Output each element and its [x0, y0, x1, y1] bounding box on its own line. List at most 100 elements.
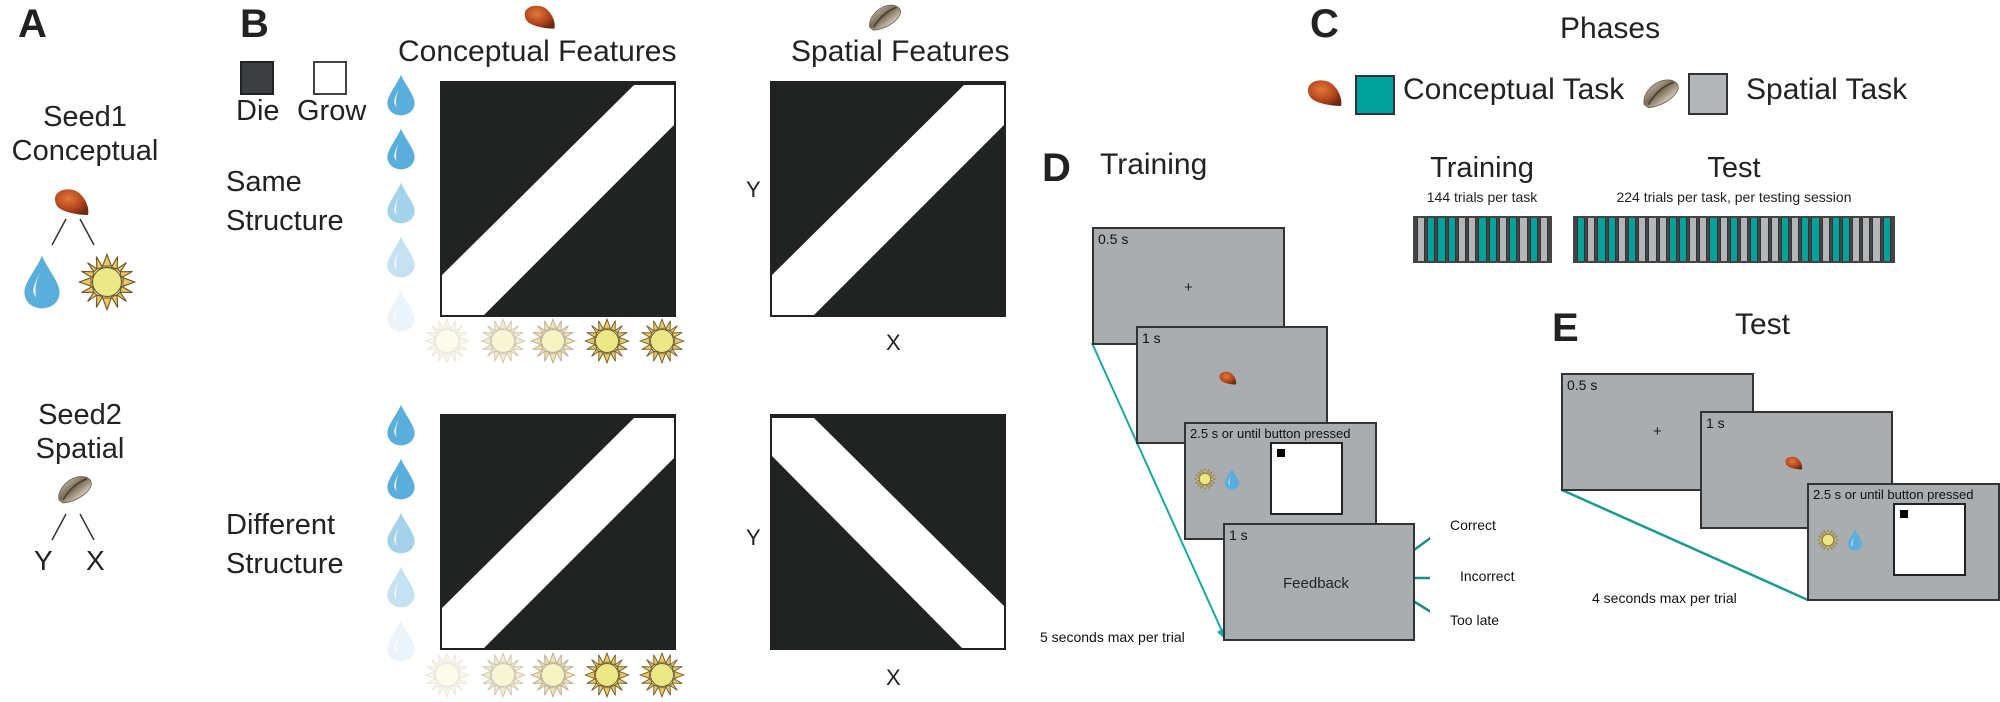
conceptual-trial-bar — [1597, 218, 1606, 261]
water-drop-icon — [1846, 527, 1864, 553]
feedback-label: Feedback — [1283, 575, 1349, 592]
conceptual-trial-bar — [1607, 218, 1616, 261]
almond-seed-icon — [1305, 77, 1345, 109]
fixation-cross: + — [1184, 279, 1193, 296]
panel-d-letter: D — [1042, 146, 1071, 190]
seed1-title-line1: Seed1 — [43, 101, 127, 133]
test-timeline-line — [1561, 488, 1809, 602]
training-screen3-time: 2.5 s or until button pressed — [1190, 426, 1351, 441]
conceptual-trial-bar — [1668, 218, 1677, 261]
legend-grow-label: Grow — [297, 95, 367, 127]
conceptual-trial-bar — [1427, 218, 1436, 261]
spatial-trial-bar — [1689, 218, 1698, 261]
sun-level-row-same — [424, 318, 704, 366]
almond-seed-icon — [52, 187, 92, 217]
axis-y-label-different: Y — [746, 525, 761, 550]
grid-spatial-same — [770, 81, 1006, 317]
almond-seed-icon — [1218, 370, 1238, 386]
sunflower-seed-icon — [55, 473, 95, 505]
training-title: Training — [1100, 148, 1208, 181]
conceptual-trial-bar — [1709, 218, 1718, 261]
sun-icon — [639, 318, 685, 364]
spatial-trial-bar — [1790, 218, 1800, 261]
water-drop-icon — [384, 456, 418, 502]
seed2-title-line1: Seed2 — [38, 399, 122, 431]
conceptual-trial-bar — [1437, 218, 1446, 261]
spatial-trial-bar — [1617, 218, 1626, 261]
fixation-cross: + — [1653, 423, 1662, 440]
legend-spatial-swatch — [1688, 73, 1728, 115]
seed1-title-line2: Conceptual — [11, 135, 159, 167]
test-title: Test — [1735, 308, 1791, 341]
panel-e-letter: E — [1552, 306, 1579, 350]
water-drop-icon — [384, 72, 418, 118]
response-grid — [1270, 442, 1343, 515]
spatial-trial-bar — [1862, 218, 1871, 261]
water-drop-icon — [384, 402, 418, 448]
water-drop-icon — [384, 234, 418, 280]
legend-die-label: Die — [236, 95, 280, 127]
legend-grow-swatch — [313, 61, 347, 95]
conceptual-trial-bar — [1678, 218, 1688, 261]
sun-icon — [1194, 468, 1216, 490]
cursor-marker — [1900, 510, 1908, 518]
conceptual-trial-bar — [1627, 218, 1637, 261]
panel-c-letter: C — [1310, 2, 1339, 46]
spatial-trial-bar — [1468, 218, 1477, 261]
conceptual-trial-bar — [1529, 218, 1538, 261]
training-screen1-time: 0.5 s — [1098, 231, 1129, 247]
water-level-column-different — [384, 402, 424, 672]
sun-icon — [78, 253, 136, 311]
seed2-child-y: Y — [34, 545, 53, 576]
training-screen-fixation: 0.5 s + — [1092, 227, 1285, 345]
conceptual-trial-bar — [1509, 218, 1518, 261]
seed1-tree-lines — [51, 218, 95, 246]
sun-icon — [424, 652, 470, 698]
seed1-title: Seed1 Conceptual — [0, 100, 170, 168]
conceptual-trial-bar — [1801, 218, 1810, 261]
row-same-line2: Structure — [226, 205, 344, 237]
water-drop-icon — [20, 252, 64, 312]
water-drop-icon — [384, 126, 418, 172]
sun-icon — [480, 652, 526, 698]
water-drop-icon — [384, 288, 418, 334]
conceptual-trial-bar — [1780, 218, 1789, 261]
phase-training-title: Training — [1430, 152, 1534, 184]
row-same-line1: Same — [226, 166, 302, 198]
legend-spatial-label: Spatial Task — [1746, 73, 1908, 106]
test-screen-response: 2.5 s or until button pressed — [1807, 483, 2000, 601]
water-drop-icon — [384, 180, 418, 226]
water-drop-icon — [384, 618, 418, 664]
spatial-trial-bar — [1699, 218, 1708, 261]
test-screen3-time: 2.5 s or until button pressed — [1813, 487, 1974, 502]
conceptual-trial-bar — [1478, 218, 1487, 261]
water-drop-icon — [384, 564, 418, 610]
spatial-trial-bar — [1417, 218, 1426, 261]
seed2-tree-lines — [51, 513, 95, 541]
phase-training-sub: 144 trials per task — [1426, 189, 1538, 205]
conceptual-trial-bar — [1488, 218, 1497, 261]
spatial-trial-bar — [1587, 218, 1596, 261]
conceptual-trial-bar — [1882, 218, 1891, 261]
spatial-trial-bar — [1457, 218, 1467, 261]
col-spatial-title: Spatial Features — [791, 35, 1010, 68]
grid-conceptual-different — [440, 414, 676, 650]
training-max-note: 5 seconds max per trial — [1040, 629, 1185, 645]
spatial-trial-bar — [1648, 218, 1657, 261]
seed2-title: Seed2 Spatial — [15, 398, 145, 466]
response-grid — [1893, 503, 1966, 576]
sun-icon — [424, 318, 470, 364]
water-level-column-same — [384, 72, 424, 342]
col-conceptual-title: Conceptual Features — [398, 35, 677, 68]
legend-conceptual-label: Conceptual Task — [1403, 73, 1625, 106]
conceptual-trial-bar — [1811, 218, 1820, 261]
water-drop-icon — [1223, 466, 1241, 492]
phase-test-title: Test — [1707, 152, 1761, 184]
spatial-trial-bar — [1760, 218, 1769, 261]
grid-spatial-different — [770, 414, 1006, 650]
legend-conceptual-swatch — [1355, 75, 1395, 115]
water-drop-icon — [384, 510, 418, 556]
seed2-child-x: X — [86, 545, 105, 576]
test-trial-sequence — [1573, 216, 1895, 263]
cursor-marker — [1277, 449, 1285, 457]
